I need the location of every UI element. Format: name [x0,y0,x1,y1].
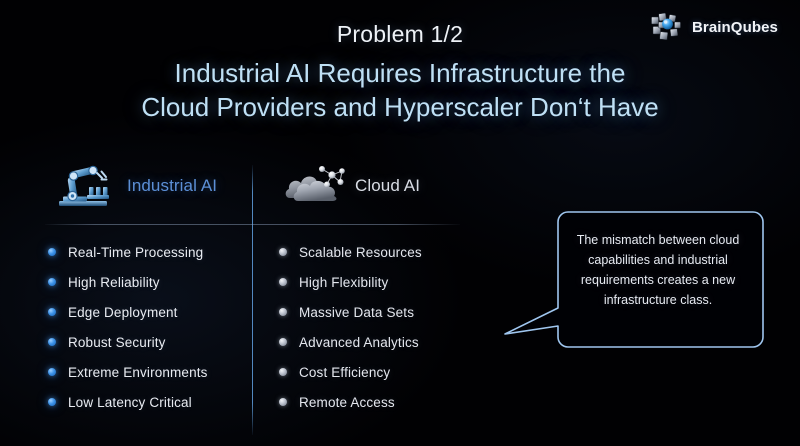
page-title: Industrial AI Requires Infrastructure th… [0,56,800,124]
list-item-label: Low Latency Critical [68,394,192,410]
list-item: Robust Security [48,327,252,357]
cloud-network-icon [284,160,346,212]
list-item: Real-Time Processing [48,237,252,267]
cube-cluster-icon [649,9,685,45]
list-item: Extreme Environments [48,357,252,387]
brand-name: BrainQubes [691,18,778,36]
list-item-label: Advanced Analytics [299,334,419,350]
bullet-dot-icon [48,278,56,286]
bullet-dot-icon [48,338,56,346]
list-item: Advanced Analytics [279,327,502,357]
bullet-dot-icon [48,248,56,256]
comparison-columns: Industrial AI Real-Time Processing High … [0,155,520,435]
column-divider-horizontal [45,224,460,225]
list-item-label: Real-Time Processing [68,244,204,260]
robotic-arm-icon [56,160,118,212]
slide-kicker: Problem 1/2 [336,21,464,47]
column-cloud-ai: Cloud AI Scalable Resources High Flexibi… [272,155,502,433]
bullet-dot-icon [48,398,56,406]
list-item: Cost Efficiency [279,357,502,387]
column-industrial-ai: Industrial AI Real-Time Processing High … [40,155,252,433]
brand-logo: BrainQubes [649,9,778,45]
column-divider-vertical [252,165,253,435]
list-item-label: High Flexibility [299,274,389,290]
list-item: Remote Access [279,387,502,417]
list-item: Massive Data Sets [279,297,502,327]
column-label-industrial: Industrial AI [127,176,218,195]
page-title-line-1: Industrial AI Requires Infrastructure th… [174,58,626,88]
list-item: Scalable Resources [279,237,502,267]
bullet-dot-icon [279,398,287,406]
cloud-ai-list: Scalable Resources High Flexibility Mass… [272,237,502,417]
bullet-dot-icon [279,248,287,256]
callout-bubble-shape [504,211,764,348]
bullet-dot-icon [48,308,56,316]
list-item: Edge Deployment [48,297,252,327]
list-item: High Reliability [48,267,252,297]
list-item: Low Latency Critical [48,387,252,417]
list-item-label: Remote Access [299,394,395,410]
column-label-cloud: Cloud AI [355,176,421,195]
list-item-label: Extreme Environments [68,364,208,380]
bullet-dot-icon [279,368,287,376]
list-item: High Flexibility [279,267,502,297]
list-item-label: Robust Security [68,334,166,350]
bullet-dot-icon [48,368,56,376]
bullet-dot-icon [279,338,287,346]
bullet-dot-icon [279,308,287,316]
industrial-ai-list: Real-Time Processing High Reliability Ed… [40,237,252,417]
list-item-label: Scalable Resources [299,244,422,260]
list-item-label: Massive Data Sets [299,304,415,320]
column-header-cloud: Cloud AI [272,155,502,217]
list-item-label: Edge Deployment [68,304,178,320]
page-title-line-2: Cloud Providers and Hyperscaler Don‘t Ha… [141,92,659,122]
list-item-label: High Reliability [68,274,160,290]
list-item-label: Cost Efficiency [299,364,391,380]
callout-bubble: The mismatch between cloud capabilities … [500,204,775,354]
bullet-dot-icon [279,278,287,286]
column-header-industrial: Industrial AI [40,155,252,217]
callout-text: The mismatch between cloud capabilities … [576,233,740,307]
